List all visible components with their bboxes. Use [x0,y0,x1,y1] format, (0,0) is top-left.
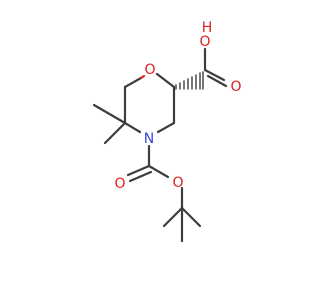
bond-c5-methyl-a [92,103,127,125]
boc-group [126,144,202,243]
bond-c5-methyl-b [103,121,127,145]
bond-tbu-to-methyl-b [162,206,184,228]
atom-boc-ester-o: O [172,175,183,191]
bond-c6-o1-red [139,74,146,80]
bond-carbonyl-to-o-a [126,164,151,177]
gem-dimethyl [92,103,127,145]
bond-c6-o1 [123,76,143,89]
molecule-structure: O H O O N O O [92,20,242,243]
bond-carbonyl-to-ester-o [147,164,170,179]
atom-ring-o: O [144,62,155,78]
carboxylic-acid-group [203,47,228,88]
bond-cooh-c-to-o-b [206,74,228,88]
atom-labels: O H O O N O O [114,20,241,192]
atom-boc-carbonyl-o: O [114,176,125,192]
atom-ring-n: N [144,131,154,147]
morpholine-ring [123,72,176,134]
bond-cooh-c-to-o-a [203,68,226,82]
bond-o1-c2 [155,72,176,89]
stereo-hash-bond [175,71,204,90]
bond-carbonyl-to-o-b [128,170,153,183]
atom-acid-oh-o: O [199,34,210,50]
bond-tbu-to-methyl-a [180,206,202,228]
bond-n4-c5 [123,121,142,134]
atom-acid-oh-h: H [202,20,213,36]
bond-c3-n4 [156,121,176,134]
atom-acid-carbonyl-o: O [230,79,241,95]
